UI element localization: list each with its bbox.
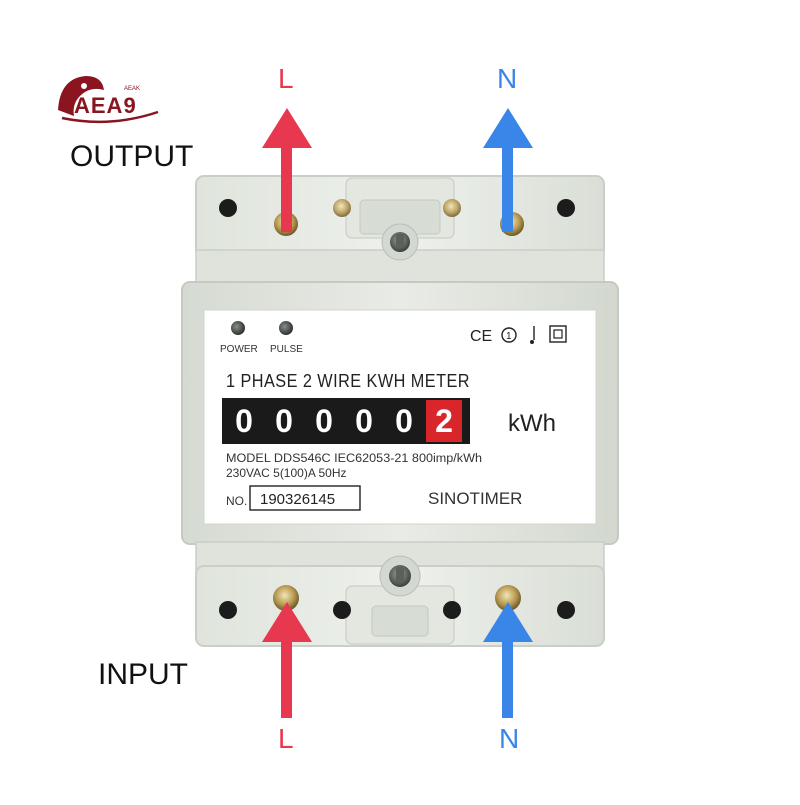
model-line: MODEL DDS546C IEC62053-21 800imp/kWh bbox=[226, 453, 482, 465]
logo-text: AEA9 bbox=[74, 93, 137, 118]
kwh-unit: kWh bbox=[508, 410, 556, 437]
logo-swirl-icon bbox=[58, 76, 104, 116]
bottom-left-terminal-screw-icon bbox=[273, 585, 299, 611]
counter-digit: 2 bbox=[435, 403, 453, 439]
input-label: INPUT bbox=[98, 658, 188, 691]
counter-digit-cell bbox=[346, 400, 382, 442]
counter-digit-cell bbox=[426, 400, 462, 442]
logo-underline bbox=[61, 110, 159, 124]
double-insulation-icon bbox=[549, 325, 567, 343]
neutral-input-arrow-icon bbox=[483, 602, 533, 718]
bottom-neutral-label: N bbox=[499, 723, 519, 754]
number-label: NO. bbox=[226, 494, 247, 508]
spec-line: 230VAC 5(100)A 50Hz bbox=[226, 466, 347, 480]
live-input-arrow-icon bbox=[262, 602, 312, 718]
terminal-hole-icon bbox=[557, 199, 575, 217]
counter-digit: 0 bbox=[315, 403, 333, 439]
ce-mark-icon: CE bbox=[470, 328, 492, 345]
top-terminal-block bbox=[195, 175, 605, 285]
bottom-live-label: L bbox=[278, 723, 294, 754]
brand-name: SINOTIMER bbox=[428, 489, 522, 508]
counter-digit-cell bbox=[306, 400, 342, 442]
terminal-hole-icon bbox=[333, 199, 351, 217]
meter-body: POWER PULSE CE 1 1 PHASE 2 WIRE KWH METE… bbox=[181, 281, 619, 545]
neutral-output-arrow-icon bbox=[483, 108, 533, 232]
counter-digit: 0 bbox=[235, 403, 253, 439]
counter-digit: 0 bbox=[395, 403, 413, 439]
logo-small-text: AEAK bbox=[124, 86, 140, 92]
counter-digit-cell bbox=[226, 400, 262, 442]
terminal-hole-icon bbox=[443, 199, 461, 217]
terminal-hole-icon bbox=[557, 601, 575, 619]
output-label: OUTPUT bbox=[70, 140, 193, 173]
counter-digit: 0 bbox=[355, 403, 373, 439]
bottom-right-terminal-screw-icon bbox=[495, 585, 521, 611]
serial-box bbox=[249, 485, 361, 511]
pulse-led-icon bbox=[279, 321, 293, 335]
top-live-label: L bbox=[278, 63, 294, 94]
live-output-arrow-icon bbox=[262, 108, 312, 232]
pulse-label: PULSE bbox=[270, 344, 303, 355]
serial-number: 190326145 bbox=[260, 491, 335, 508]
counter-digit-cell bbox=[266, 400, 302, 442]
terminal-hole-icon bbox=[219, 199, 237, 217]
power-led-icon bbox=[231, 321, 245, 335]
power-label: POWER bbox=[220, 344, 258, 355]
bottom-terminal-block bbox=[195, 541, 605, 647]
terminal-hole-icon bbox=[443, 601, 461, 619]
class-mark-icon bbox=[501, 327, 517, 343]
terminal-hole-icon bbox=[333, 601, 351, 619]
meter-title: 1 PHASE 2 WIRE KWH METER bbox=[226, 371, 470, 391]
counter-digit-cell bbox=[386, 400, 422, 442]
logo-eye-icon bbox=[81, 83, 87, 89]
class-mark-text: 1 bbox=[506, 331, 512, 342]
top-neutral-label: N bbox=[497, 63, 517, 94]
brand-logo: AEA9 AEAK bbox=[58, 76, 159, 124]
terminal-hole-icon bbox=[219, 601, 237, 619]
counter-digit: 0 bbox=[275, 403, 293, 439]
